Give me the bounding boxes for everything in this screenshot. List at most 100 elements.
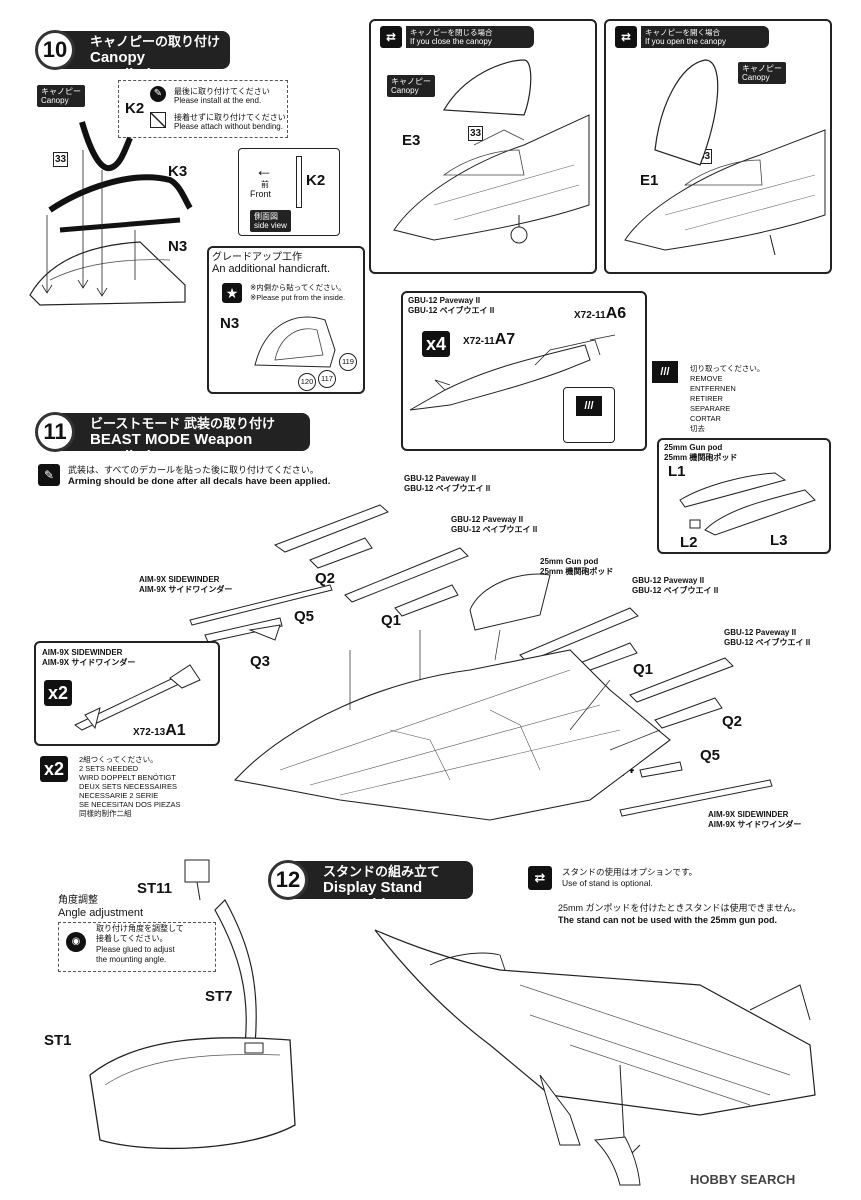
gunpod-warning-jp: 25mm ガンポッドを付けたときスタンドは使用できません。 <box>558 903 802 913</box>
step-10-title-en: Canopy Installation <box>90 49 170 83</box>
close-jp: キャノピーを閉じる場合 <box>410 28 493 37</box>
star-icon: ★ <box>222 283 242 303</box>
gbu-label-4: GBU-12 Paveway II <box>724 628 797 637</box>
sets-line-1: 2組つくってください。 <box>79 755 158 764</box>
open-en: If you open the canopy <box>645 37 726 46</box>
stand-assembly-drawing <box>89 859 296 1150</box>
decal-120: 120 <box>298 373 316 391</box>
arrow-left-icon: ← <box>255 160 273 180</box>
pylon-q5-a: Q5 <box>294 608 315 625</box>
aim-label-2: AIM-9X SIDEWINDER <box>708 810 789 819</box>
gunpod-part-l3: L3 <box>770 532 788 549</box>
step-11-header: ビーストモード 武装の取り付け BEAST MODE Weapon Instal… <box>60 413 310 465</box>
weapon-installation-drawing <box>189 504 773 821</box>
cut-icon: /// <box>576 396 602 416</box>
close-canopy-tag: キャノピー Canopy <box>387 75 435 97</box>
step-11-number: 11 <box>35 412 75 452</box>
side-view-front-en: Front <box>250 189 272 199</box>
side-view-tag: 側面図 side view <box>250 210 291 232</box>
glue-note-box <box>58 922 216 972</box>
gbu-multiplier: x4 <box>422 331 450 357</box>
step-10-number: 10 <box>35 30 75 70</box>
part-k3: K3 <box>168 163 188 180</box>
option-arrows-icon: ⇄ <box>528 866 552 890</box>
open-canopy-tag: キャノピー Canopy <box>738 62 786 84</box>
gunpod-label: 25mm Gun pod <box>540 557 599 566</box>
gbu-part-a7: X72-11A7 <box>463 331 515 349</box>
close-en: If you close the canopy <box>410 37 492 46</box>
gunpod-drawing <box>679 472 816 536</box>
glue-en-2: the mounting angle. <box>96 955 167 964</box>
step-10-header: キャノピーの取り付け Canopy Installation <box>60 31 230 83</box>
part-k2: K2 <box>125 100 145 117</box>
gbu-box-title1: GBU-12 Paveway II <box>408 296 481 305</box>
hobby-search-watermark: HOBBY SEARCH <box>690 1172 796 1187</box>
side-view-tag-en: side view <box>254 221 287 230</box>
decal-33: 33 <box>53 152 68 167</box>
note2-jp: 接着せずに取り付けてください <box>174 113 286 122</box>
gbu-label-2-jp: GBU-12 ペイブウエイ II <box>451 525 538 534</box>
install-notes-box <box>118 80 288 138</box>
aim-label-1-jp: AIM-9X サイドワインダー <box>139 585 233 594</box>
stand-part-st1: ST1 <box>44 1032 72 1049</box>
gunpod-warning-en: The stand can not be used with the 25mm … <box>558 915 778 925</box>
open-jp: キャノピーを開く場合 <box>645 28 720 37</box>
gbu-label-4-jp: GBU-12 ペイブウエイ II <box>724 638 811 647</box>
side-view-tag-jp: 側面図 <box>254 212 278 221</box>
angle-jp: 角度調整 <box>58 895 98 906</box>
remove-it: SEPARARE <box>690 404 731 413</box>
gunpod-title-jp: 25mm 機関砲ポッド <box>664 453 738 462</box>
stand-part-st7: ST7 <box>205 988 233 1005</box>
pylon-q1-a: Q1 <box>381 612 402 629</box>
decal-119: 119 <box>339 353 357 371</box>
sets-line-6: SE NECESITAN DOS PIEZAS <box>79 800 181 809</box>
pylon-q3: Q3 <box>250 653 271 670</box>
sets-line-7: 同樣的制作二組 <box>79 809 132 818</box>
canopy-frame-drawing <box>29 121 193 306</box>
pylon-q2-b: Q2 <box>722 713 743 730</box>
remove-jp1: 切り取ってください。 <box>690 364 765 373</box>
no-glue-icon <box>150 112 166 128</box>
handicraft-note-en: ※Please put from the inside. <box>250 293 346 302</box>
cut-icon: /// <box>652 361 678 383</box>
stand-part-st11: ST11 <box>137 880 173 897</box>
note1-en: Please install at the end. <box>174 96 262 105</box>
gbu-label-3-jp: GBU-12 ペイブウエイ II <box>632 586 719 595</box>
arming-en: Arming should be done after all decals h… <box>68 476 331 487</box>
handicraft-en: An additional handicraft. <box>212 263 331 275</box>
aim-label-2-jp: AIM-9X サイドワインダー <box>708 820 802 829</box>
close-part-e3: E3 <box>402 132 421 149</box>
gbu-label-1-jp: GBU-12 ペイブウエイ II <box>404 484 491 493</box>
aircraft-on-stand-drawing <box>374 929 816 1186</box>
sets-line-5: NECESSARIE 2 SERIE <box>79 791 159 800</box>
sets-line-3: WIRD DOPPELT BENÖTIGT <box>79 773 176 782</box>
sets-line-2: 2 SETS NEEDED <box>79 764 139 773</box>
gunpod-title-en: 25mm Gun pod <box>664 443 723 452</box>
remove-fr: RETIRER <box>690 394 723 403</box>
aim-box-part-prefix: X72-13 <box>133 727 166 738</box>
open-canopy-header: キャノピーを開く場合 If you open the canopy <box>641 26 769 48</box>
aim-box-multiplier: x2 <box>44 680 72 706</box>
option-arrows-icon: ⇄ <box>615 26 637 48</box>
closed-canopy-jet-drawing <box>393 59 590 244</box>
handicraft-box <box>207 246 365 394</box>
gbu-label-2: GBU-12 Paveway II <box>451 515 524 524</box>
step-11-title-en: BEAST MODE Weapon Installation <box>90 431 253 465</box>
sets-multiplier: x2 <box>40 756 68 782</box>
aim-box-title: AIM-9X SIDEWINDER <box>42 648 123 657</box>
step-12-title-en: Display Stand Assembly <box>323 879 423 913</box>
open-canopy-jet-drawing <box>624 59 826 256</box>
side-view-part: K2 <box>306 172 326 189</box>
gbu-box-title2: GBU-12 ペイブウエイ II <box>408 306 495 315</box>
brush-icon: ✎ <box>150 86 166 102</box>
pylon-q1-b: Q1 <box>633 661 654 678</box>
remove-en: REMOVE <box>690 374 723 383</box>
glue-jp-2: 接着してください。 <box>96 934 168 943</box>
gbu-label-3: GBU-12 Paveway II <box>632 576 705 585</box>
angle-en: Angle adjustment <box>58 907 143 919</box>
aim-missile-drawing <box>74 664 201 731</box>
gbu-label-1: GBU-12 Paveway II <box>404 474 477 483</box>
close-decal-33: 33 <box>468 126 483 141</box>
gunpod-label-jp: 25mm 機関砲ポッド <box>540 567 614 576</box>
aim-box-part-id: A1 <box>165 722 186 739</box>
